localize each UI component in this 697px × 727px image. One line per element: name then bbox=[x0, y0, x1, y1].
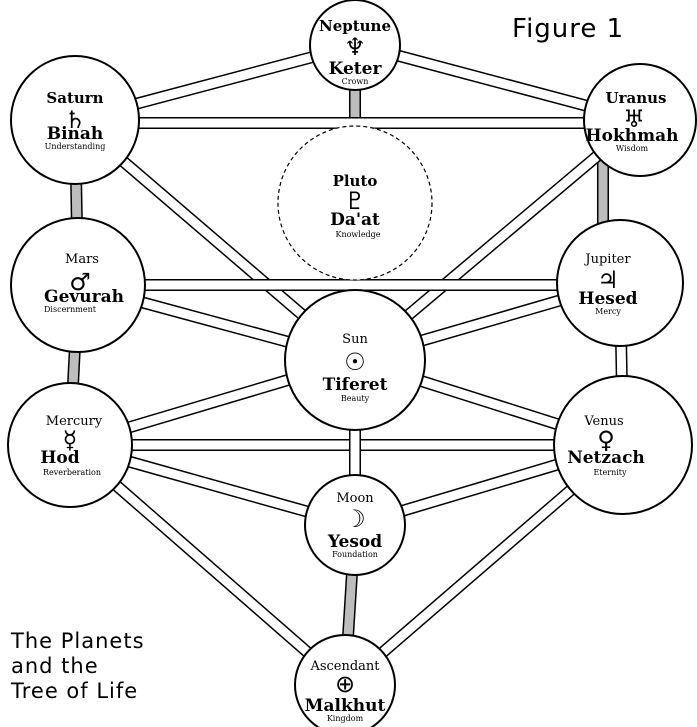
sefira-label: Da'at bbox=[330, 210, 380, 230]
meaning-label: Beauty bbox=[341, 394, 370, 403]
meaning-label: Eternity bbox=[593, 468, 627, 477]
planet-label: Moon bbox=[336, 491, 374, 506]
sefira-label: Malkhut bbox=[305, 696, 386, 716]
planet-label: Mercury bbox=[46, 414, 103, 429]
planet-label: Pluto bbox=[333, 172, 378, 190]
caption-line-1: The Planets bbox=[10, 629, 145, 653]
meaning-label: Reverberation bbox=[43, 468, 101, 477]
meaning-label: Kingdom bbox=[327, 714, 364, 723]
moon-icon: ☽ bbox=[344, 505, 366, 533]
neptune-icon: ♆ bbox=[344, 33, 366, 61]
caption: The Planets and the Tree of Life bbox=[10, 629, 145, 703]
meaning-label: Wisdom bbox=[616, 144, 649, 153]
figure-label: Figure 1 bbox=[512, 14, 624, 44]
node-circle bbox=[294, 634, 396, 727]
planet-label: Saturn bbox=[46, 89, 103, 107]
node-circle bbox=[10, 55, 140, 185]
node-circle bbox=[10, 217, 146, 353]
mercury-icon: ☿ bbox=[63, 426, 78, 454]
planet-label: Uranus bbox=[606, 89, 667, 107]
sun-icon: ☉ bbox=[344, 348, 366, 376]
node-tiferet: Sun ☉ Tiferet Beauty bbox=[284, 289, 426, 431]
nodes: Neptune ♆ Keter Crown Saturn ♄ Binah Und… bbox=[7, 0, 697, 727]
meaning-label: Mercy bbox=[595, 307, 621, 316]
caption-line-3: Tree of Life bbox=[10, 679, 138, 703]
node-circle bbox=[583, 63, 697, 177]
node-circle bbox=[7, 382, 133, 508]
node-circle bbox=[284, 289, 426, 431]
meaning-label: Knowledge bbox=[335, 230, 380, 239]
earth-icon: ⊕ bbox=[335, 670, 355, 698]
meaning-label: Crown bbox=[342, 77, 369, 86]
node-circle bbox=[553, 375, 693, 515]
node-circle bbox=[304, 474, 406, 576]
meaning-label: Understanding bbox=[45, 142, 106, 151]
node-hesed: Jupiter ♃ Hesed Mercy bbox=[556, 219, 684, 347]
planet-label: Venus bbox=[583, 414, 623, 429]
sefira-label: Hokhmah bbox=[586, 126, 679, 146]
node-circle-dashed bbox=[277, 125, 433, 281]
sefira-label: Hesed bbox=[578, 289, 637, 309]
meaning-label: Discernment bbox=[44, 305, 97, 314]
node-hokhmah: Uranus ♅ Hokhmah Wisdom bbox=[583, 63, 697, 177]
node-malkhut: Ascendant ⊕ Malkhut Kingdom bbox=[294, 634, 396, 727]
node-gevurah: Mars ♂ Gevurah Discernment bbox=[10, 217, 146, 353]
sefira-label: Hod bbox=[40, 448, 79, 468]
node-keter: Neptune ♆ Keter Crown bbox=[309, 0, 401, 91]
planet-label: Ascendant bbox=[309, 659, 380, 674]
uranus-icon: ♅ bbox=[623, 105, 645, 133]
sefira-label: Netzach bbox=[567, 448, 645, 468]
node-hod: Mercury ☿ Hod Reverberation bbox=[7, 382, 133, 508]
node-circle bbox=[309, 0, 401, 91]
saturn-icon: ♄ bbox=[64, 106, 86, 134]
jupiter-icon: ♃ bbox=[597, 266, 619, 294]
planet-label: Sun bbox=[342, 332, 368, 347]
planet-label: Jupiter bbox=[583, 252, 631, 267]
sefira-label: Yesod bbox=[327, 532, 382, 552]
meaning-label: Foundation bbox=[332, 550, 378, 559]
caption-line-2: and the bbox=[11, 654, 99, 678]
node-binah: Saturn ♄ Binah Understanding bbox=[10, 55, 140, 185]
sefira-label: Binah bbox=[47, 124, 104, 144]
node-circle bbox=[556, 219, 684, 347]
mars-icon: ♂ bbox=[69, 268, 91, 296]
sefira-label: Tiferet bbox=[323, 375, 388, 395]
sefira-label: Keter bbox=[329, 59, 383, 79]
pluto-icon: ♇ bbox=[344, 187, 366, 215]
sefira-label: Gevurah bbox=[44, 287, 124, 307]
venus-icon: ♀ bbox=[597, 426, 615, 454]
node-daat: Pluto ♇ Da'at Knowledge bbox=[277, 125, 433, 281]
planet-label: Neptune bbox=[319, 17, 391, 35]
node-netzach: Venus ♀ Netzach Eternity bbox=[553, 375, 693, 515]
planet-label: Mars bbox=[65, 252, 99, 267]
node-yesod: Moon ☽ Yesod Foundation bbox=[304, 474, 406, 576]
